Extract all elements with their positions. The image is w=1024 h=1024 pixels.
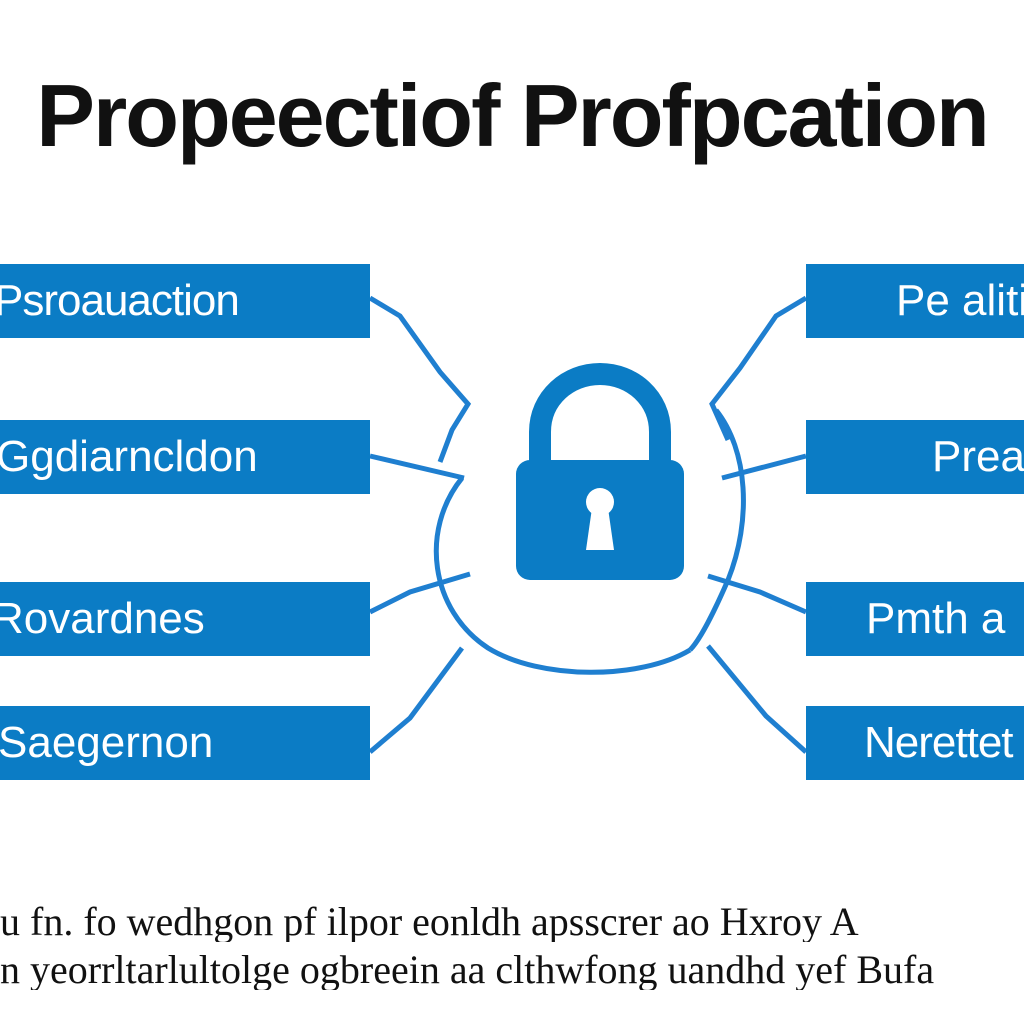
connector-right-3 — [707, 573, 807, 615]
left-box-1-label: Psroauaction — [0, 276, 240, 325]
connector-left-3 — [368, 571, 471, 615]
center-ring-left-arc — [433, 476, 692, 675]
connector-right-4 — [706, 644, 808, 754]
connector-right-2 — [721, 453, 807, 481]
left-box-2: Ggdiarncldon — [0, 420, 370, 494]
connector-left-1 — [368, 295, 472, 463]
left-box-2-label: Ggdiarncldon — [0, 432, 258, 481]
right-box-3: Pmth a — [806, 582, 1024, 656]
padlock-icon — [516, 362, 684, 580]
left-box-3-label: Rovardnes — [0, 594, 205, 643]
connector-left-2 — [369, 453, 465, 481]
left-box-3: Rovardnes — [0, 582, 370, 656]
right-box-2-label: Prea — [932, 432, 1024, 481]
padlock-shackle — [529, 362, 671, 466]
center-ring-right-arc — [688, 408, 746, 652]
connector-right-1 — [709, 295, 808, 442]
left-box-1: Psroauaction — [0, 264, 370, 338]
diagram-title: Propeectiof Profpcation — [36, 66, 989, 165]
padlock-keyhole-stem — [586, 508, 614, 550]
connector-left-4 — [368, 646, 465, 754]
left-box-4: Saegernon — [0, 706, 370, 780]
right-box-2: Prea — [806, 420, 1024, 494]
footer-line-2: n yeorrltarlultolge ogbreein aa clthwfon… — [0, 950, 935, 990]
left-box-4-label: Saegernon — [0, 718, 214, 767]
footer-line-1: u fn. fo wedhgon pf ilpor eonldh apsscre… — [0, 902, 859, 942]
right-box-4-label: Nerettet — [864, 718, 1014, 767]
right-box-4: Nerettet — [806, 706, 1024, 780]
right-box-1-label: Pe aliti — [896, 276, 1024, 325]
right-box-3-label: Pmth a — [866, 594, 1006, 643]
right-box-1: Pe aliti — [806, 264, 1024, 338]
